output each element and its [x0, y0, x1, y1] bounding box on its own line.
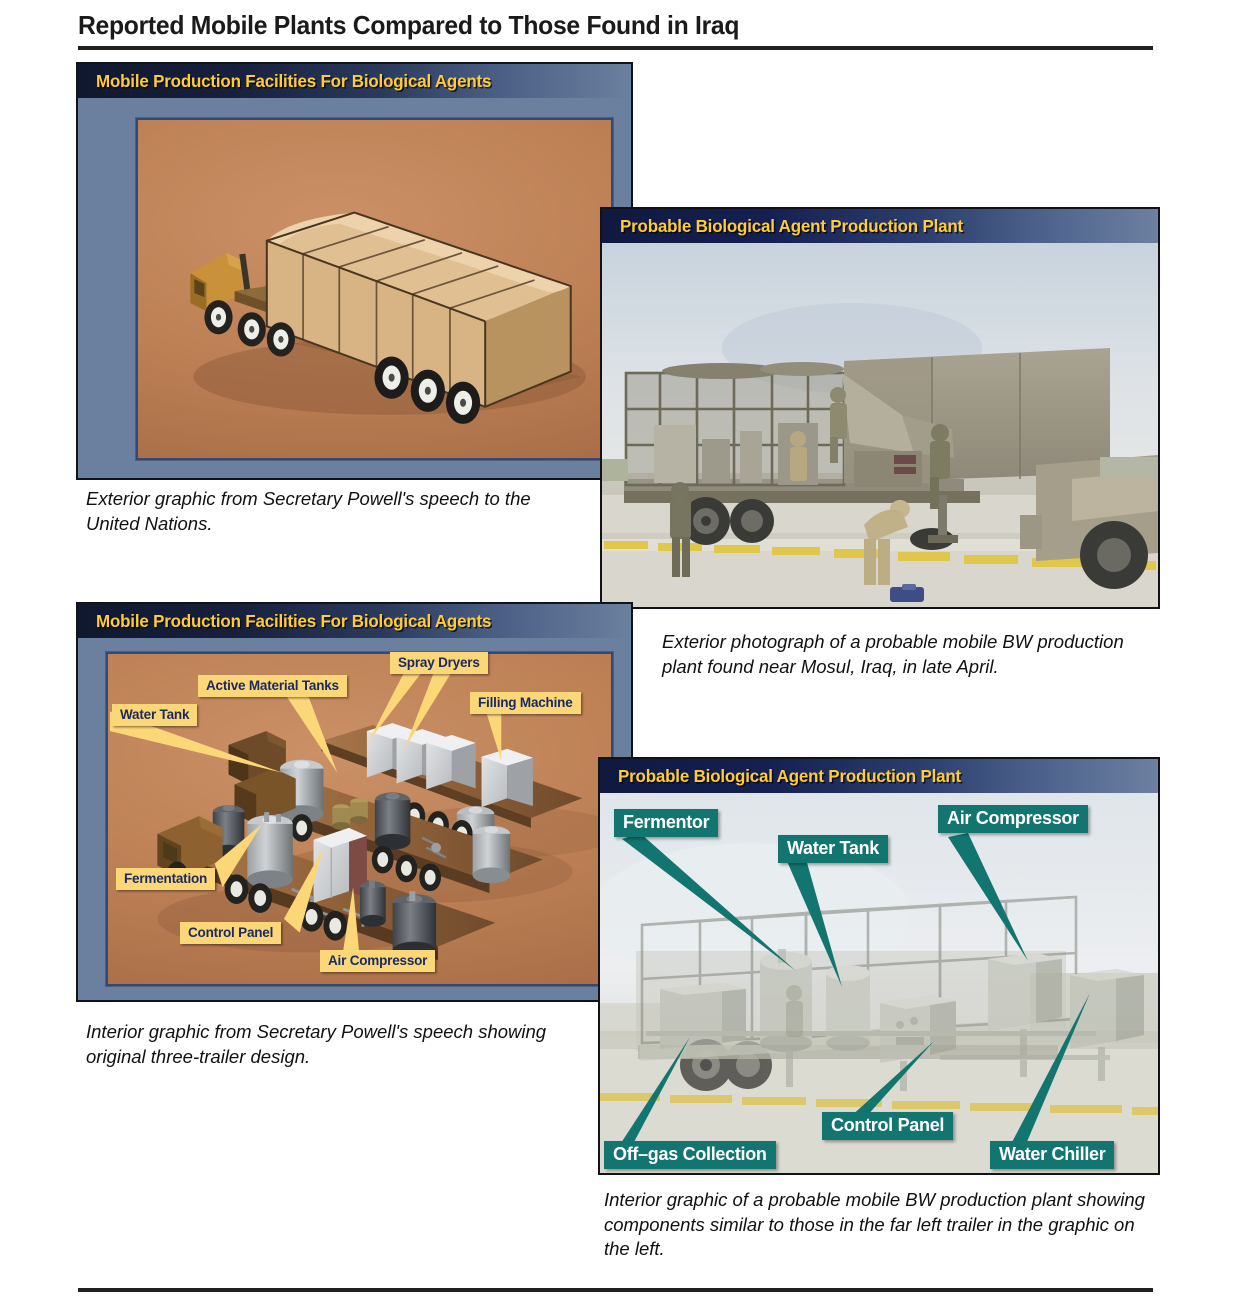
- bottom-divider: [78, 1288, 1153, 1292]
- panel3-body: Water Tank Active Material Tanks Spray D…: [78, 638, 631, 1000]
- page-title: Reported Mobile Plants Compared to Those…: [78, 10, 740, 40]
- panel2-body: [602, 243, 1158, 607]
- panel4-body: Fermentor Water Tank Air Compressor Cont…: [600, 793, 1158, 1173]
- panel3-header-bar: Mobile Production Facilities For Biologi…: [78, 604, 631, 638]
- panel1-header-bar: Mobile Production Facilities For Biologi…: [78, 64, 631, 98]
- title-divider: [78, 46, 1153, 50]
- panel2-header-text: Probable Biological Agent Production Pla…: [620, 215, 964, 236]
- panel-interior-graphic: Mobile Production Facilities For Biologi…: [76, 602, 633, 1002]
- label-water-tank[interactable]: Water Tank: [778, 835, 889, 863]
- panel-probable-interior-graphic: Probable Biological Agent Production Pla…: [598, 757, 1160, 1175]
- label-fermentor[interactable]: Fermentor: [614, 809, 719, 837]
- panel1-caption: Exterior graphic from Secretary Powell's…: [86, 488, 531, 534]
- label-control-panel[interactable]: Control Panel: [822, 1112, 954, 1140]
- photograph-content: [602, 243, 1158, 607]
- label-control-panel[interactable]: Control Panel: [180, 922, 282, 944]
- panel1-image-frame: [136, 118, 613, 460]
- panel1-header-text: Mobile Production Facilities For Biologi…: [96, 70, 492, 91]
- label-air-compressor[interactable]: Air Compressor: [320, 950, 436, 972]
- label-fermentation[interactable]: Fermentation: [116, 868, 216, 890]
- panel2-header-bar: Probable Biological Agent Production Pla…: [602, 209, 1158, 243]
- panel4-header-bar: Probable Biological Agent Production Pla…: [600, 759, 1158, 793]
- panel4-caption: Interior graphic of a probable mobile BW…: [604, 1189, 1145, 1260]
- label-water-chiller[interactable]: Water Chiller: [990, 1141, 1115, 1169]
- panel1-body: [78, 98, 631, 478]
- panel4-header-text: Probable Biological Agent Production Pla…: [618, 765, 962, 786]
- ghost-overlay-image: Fermentor Water Tank Air Compressor Cont…: [600, 793, 1158, 1173]
- panel3-image-frame: Water Tank Active Material Tanks Spray D…: [106, 652, 613, 986]
- panel-exterior-graphic: Mobile Production Facilities For Biologi…: [76, 62, 633, 480]
- label-filling-machine[interactable]: Filling Machine: [470, 692, 581, 714]
- label-off-gas-collection[interactable]: Off–gas Collection: [604, 1141, 776, 1169]
- label-air-compressor[interactable]: Air Compressor: [938, 805, 1088, 833]
- panel3-header-text: Mobile Production Facilities For Biologi…: [96, 610, 492, 631]
- truck-trailer-3d-illustration: [190, 211, 586, 424]
- label-water-tank[interactable]: Water Tank: [112, 704, 198, 726]
- panel2-caption: Exterior photograph of a probable mobile…: [662, 631, 1124, 677]
- label-active-material-tanks[interactable]: Active Material Tanks: [198, 675, 347, 697]
- mobile-plant-photograph: [602, 243, 1158, 607]
- panel3-caption: Interior graphic from Secretary Powell's…: [86, 1021, 547, 1067]
- label-spray-dryers[interactable]: Spray Dryers: [390, 652, 488, 674]
- panel-exterior-photograph: Probable Biological Agent Production Pla…: [600, 207, 1160, 609]
